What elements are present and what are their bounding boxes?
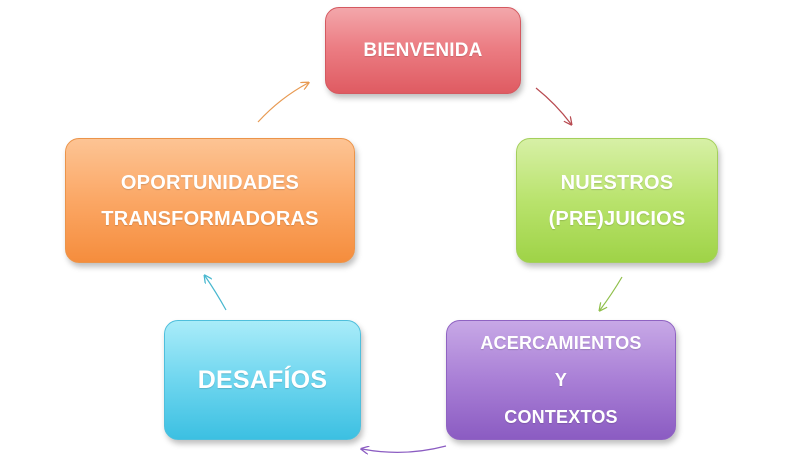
node-acercamientos-line3: CONTEXTOS [504,406,618,427]
node-nuestros-prejuicios: NUESTROS (PRE)JUICIOS [516,138,718,263]
arrow-oportunidades-to-bienvenida [257,83,308,123]
node-prejuicios-line2: (PRE)JUICIOS [548,207,686,230]
node-bienvenida-label: BIENVENIDA [363,39,483,61]
arrow-desafios-to-oportunidades [205,276,227,311]
node-acercamientos-y-contextos: ACERCAMIENTOS Y CONTEXTOS [446,320,676,440]
node-desafios-label: DESAFÍOS [197,365,328,394]
node-acercamientos-line1: ACERCAMIENTOS [480,332,642,353]
node-oportunidades-line2: TRANSFORMADORAS [101,207,319,230]
arrow-prejuicios-to-acercamientos [600,276,623,310]
node-desafios: DESAFÍOS [164,320,361,440]
node-oportunidades-line1: OPORTUNIDADES [120,171,300,194]
node-bienvenida: BIENVENIDA [325,7,521,94]
arrow-bienvenida-to-prejuicios [535,87,571,124]
node-acercamientos-line2: Y [554,369,568,390]
node-oportunidades-transformadoras: OPORTUNIDADES TRANSFORMADORAS [65,138,355,263]
node-prejuicios-line1: NUESTROS [560,171,674,194]
arrow-acercamientos-to-desafios [362,445,447,452]
